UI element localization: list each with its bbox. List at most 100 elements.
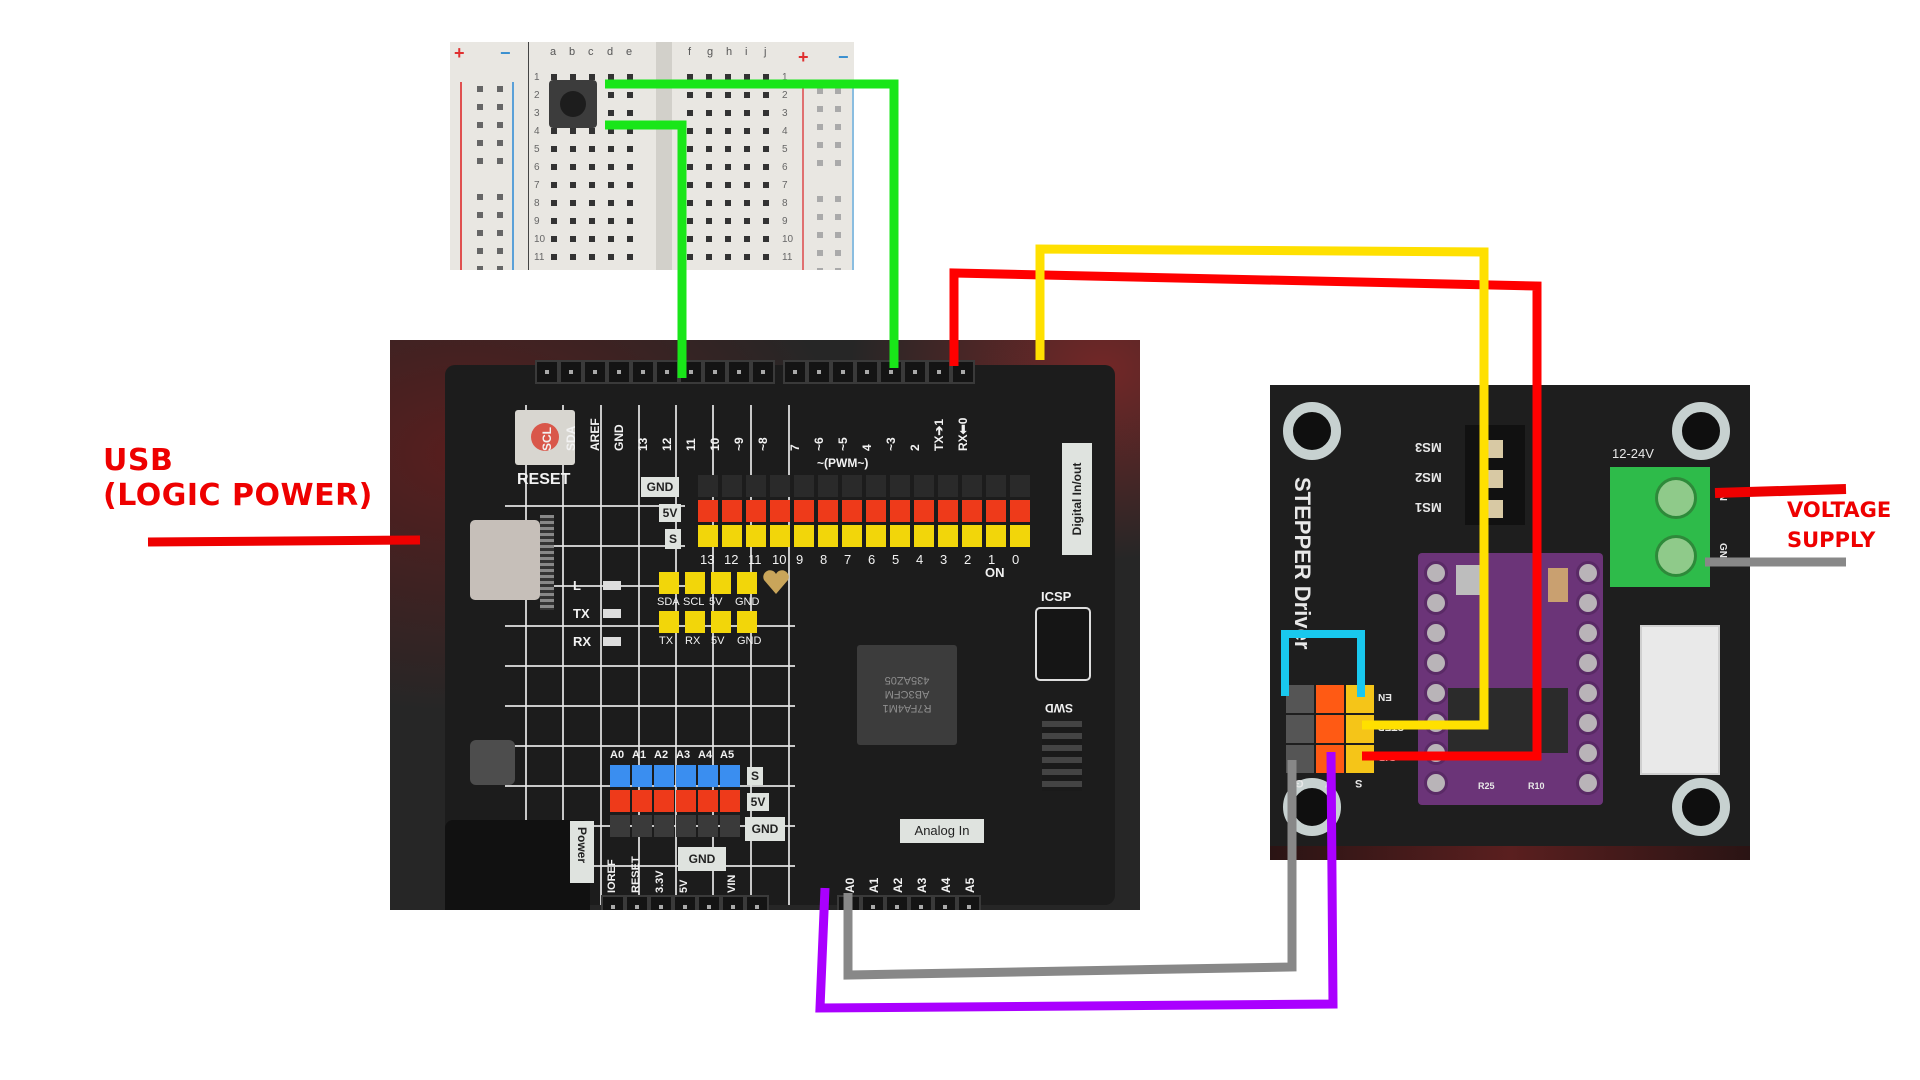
digital-gnd-pin[interactable] bbox=[962, 475, 982, 497]
rail-hole[interactable] bbox=[497, 248, 503, 254]
rail-hole[interactable] bbox=[817, 214, 823, 220]
breadboard-hole[interactable] bbox=[687, 254, 693, 260]
pushbutton[interactable] bbox=[549, 80, 597, 128]
breadboard-hole[interactable] bbox=[551, 128, 557, 134]
analog-gnd-pin[interactable] bbox=[676, 815, 696, 837]
pushbutton-cap[interactable] bbox=[560, 91, 586, 117]
breadboard-hole[interactable] bbox=[608, 128, 614, 134]
analog-gnd-pin[interactable] bbox=[698, 815, 718, 837]
breadboard-hole[interactable] bbox=[763, 92, 769, 98]
digital-5v-pin[interactable] bbox=[770, 500, 790, 522]
breadboard-hole[interactable] bbox=[570, 200, 576, 206]
digital-gnd-pin[interactable] bbox=[746, 475, 766, 497]
header-socket[interactable] bbox=[583, 360, 607, 384]
rail-hole[interactable] bbox=[497, 122, 503, 128]
analog-5v-pin[interactable] bbox=[720, 790, 740, 812]
rail-hole[interactable] bbox=[835, 196, 841, 202]
breadboard-hole[interactable] bbox=[706, 182, 712, 188]
breadboard-hole[interactable] bbox=[687, 182, 693, 188]
digital-5v-pin[interactable] bbox=[890, 500, 910, 522]
breadboard-hole[interactable] bbox=[744, 128, 750, 134]
screw-terminal-gnd[interactable] bbox=[1655, 535, 1697, 577]
breadboard-hole[interactable] bbox=[589, 74, 595, 80]
analog-signal-pin[interactable] bbox=[698, 765, 718, 787]
breadboard-hole[interactable] bbox=[608, 164, 614, 170]
breadboard-hole[interactable] bbox=[570, 182, 576, 188]
breadboard-hole[interactable] bbox=[627, 92, 633, 98]
digital-5v-pin[interactable] bbox=[722, 500, 742, 522]
analog-header-socket[interactable] bbox=[909, 895, 933, 910]
breadboard-hole[interactable] bbox=[608, 146, 614, 152]
analog-gnd-pin[interactable] bbox=[610, 815, 630, 837]
breadboard-hole[interactable] bbox=[608, 74, 614, 80]
breadboard-hole[interactable] bbox=[589, 164, 595, 170]
analog-header-socket[interactable] bbox=[957, 895, 981, 910]
breadboard-hole[interactable] bbox=[608, 110, 614, 116]
digital-gnd-pin[interactable] bbox=[890, 475, 910, 497]
power-header-socket[interactable] bbox=[601, 895, 625, 910]
rail-hole[interactable] bbox=[477, 140, 483, 146]
analog-gnd-pin[interactable] bbox=[720, 815, 740, 837]
digital-5v-pin[interactable] bbox=[818, 500, 838, 522]
header-socket[interactable] bbox=[631, 360, 655, 384]
digital-gnd-pin[interactable] bbox=[866, 475, 886, 497]
analog-header-socket[interactable] bbox=[885, 895, 909, 910]
digital-signal-pin[interactable] bbox=[938, 525, 958, 547]
header-pin[interactable] bbox=[1316, 715, 1344, 743]
i2c-pin[interactable] bbox=[737, 572, 757, 594]
breadboard-hole[interactable] bbox=[763, 218, 769, 224]
breadboard-hole[interactable] bbox=[725, 74, 731, 80]
breadboard-hole[interactable] bbox=[763, 164, 769, 170]
rail-hole[interactable] bbox=[477, 266, 483, 270]
digital-signal-pin[interactable] bbox=[794, 525, 814, 547]
rail-hole[interactable] bbox=[477, 230, 483, 236]
breadboard-hole[interactable] bbox=[608, 92, 614, 98]
breadboard-hole[interactable] bbox=[627, 254, 633, 260]
rail-hole[interactable] bbox=[835, 160, 841, 166]
i2c-pin[interactable] bbox=[659, 572, 679, 594]
rail-hole[interactable] bbox=[835, 106, 841, 112]
rail-hole[interactable] bbox=[817, 196, 823, 202]
rail-hole[interactable] bbox=[817, 88, 823, 94]
breadboard-hole[interactable] bbox=[627, 236, 633, 242]
rail-hole[interactable] bbox=[835, 124, 841, 130]
digital-gnd-pin[interactable] bbox=[1010, 475, 1030, 497]
digital-gnd-pin[interactable] bbox=[698, 475, 718, 497]
digital-5v-pin[interactable] bbox=[1010, 500, 1030, 522]
i2c-pin[interactable] bbox=[685, 572, 705, 594]
breadboard-hole[interactable] bbox=[763, 146, 769, 152]
breadboard-hole[interactable] bbox=[744, 146, 750, 152]
breadboard-hole[interactable] bbox=[589, 146, 595, 152]
power-header-socket[interactable] bbox=[649, 895, 673, 910]
breadboard-hole[interactable] bbox=[687, 200, 693, 206]
rail-hole[interactable] bbox=[497, 212, 503, 218]
breadboard-hole[interactable] bbox=[725, 218, 731, 224]
rail-hole[interactable] bbox=[477, 122, 483, 128]
breadboard-hole[interactable] bbox=[551, 200, 557, 206]
power-header-socket[interactable] bbox=[745, 895, 769, 910]
breadboard-hole[interactable] bbox=[687, 110, 693, 116]
digital-5v-pin[interactable] bbox=[698, 500, 718, 522]
breadboard-hole[interactable] bbox=[687, 218, 693, 224]
rail-hole[interactable] bbox=[477, 212, 483, 218]
breadboard-hole[interactable] bbox=[570, 146, 576, 152]
breadboard-hole[interactable] bbox=[608, 254, 614, 260]
header-socket[interactable] bbox=[807, 360, 831, 384]
breadboard-hole[interactable] bbox=[706, 200, 712, 206]
rail-hole[interactable] bbox=[835, 214, 841, 220]
analog-gnd-pin[interactable] bbox=[632, 815, 652, 837]
rail-hole[interactable] bbox=[497, 194, 503, 200]
rail-hole[interactable] bbox=[477, 194, 483, 200]
breadboard-hole[interactable] bbox=[744, 164, 750, 170]
breadboard-hole[interactable] bbox=[608, 218, 614, 224]
rail-hole[interactable] bbox=[817, 160, 823, 166]
breadboard-hole[interactable] bbox=[706, 128, 712, 134]
rail-hole[interactable] bbox=[817, 124, 823, 130]
rail-hole[interactable] bbox=[497, 140, 503, 146]
analog-signal-pin[interactable] bbox=[654, 765, 674, 787]
breadboard-hole[interactable] bbox=[763, 200, 769, 206]
motor-jst-connector[interactable] bbox=[1640, 625, 1720, 775]
breadboard-hole[interactable] bbox=[570, 74, 576, 80]
digital-gnd-pin[interactable] bbox=[770, 475, 790, 497]
digital-5v-pin[interactable] bbox=[794, 500, 814, 522]
